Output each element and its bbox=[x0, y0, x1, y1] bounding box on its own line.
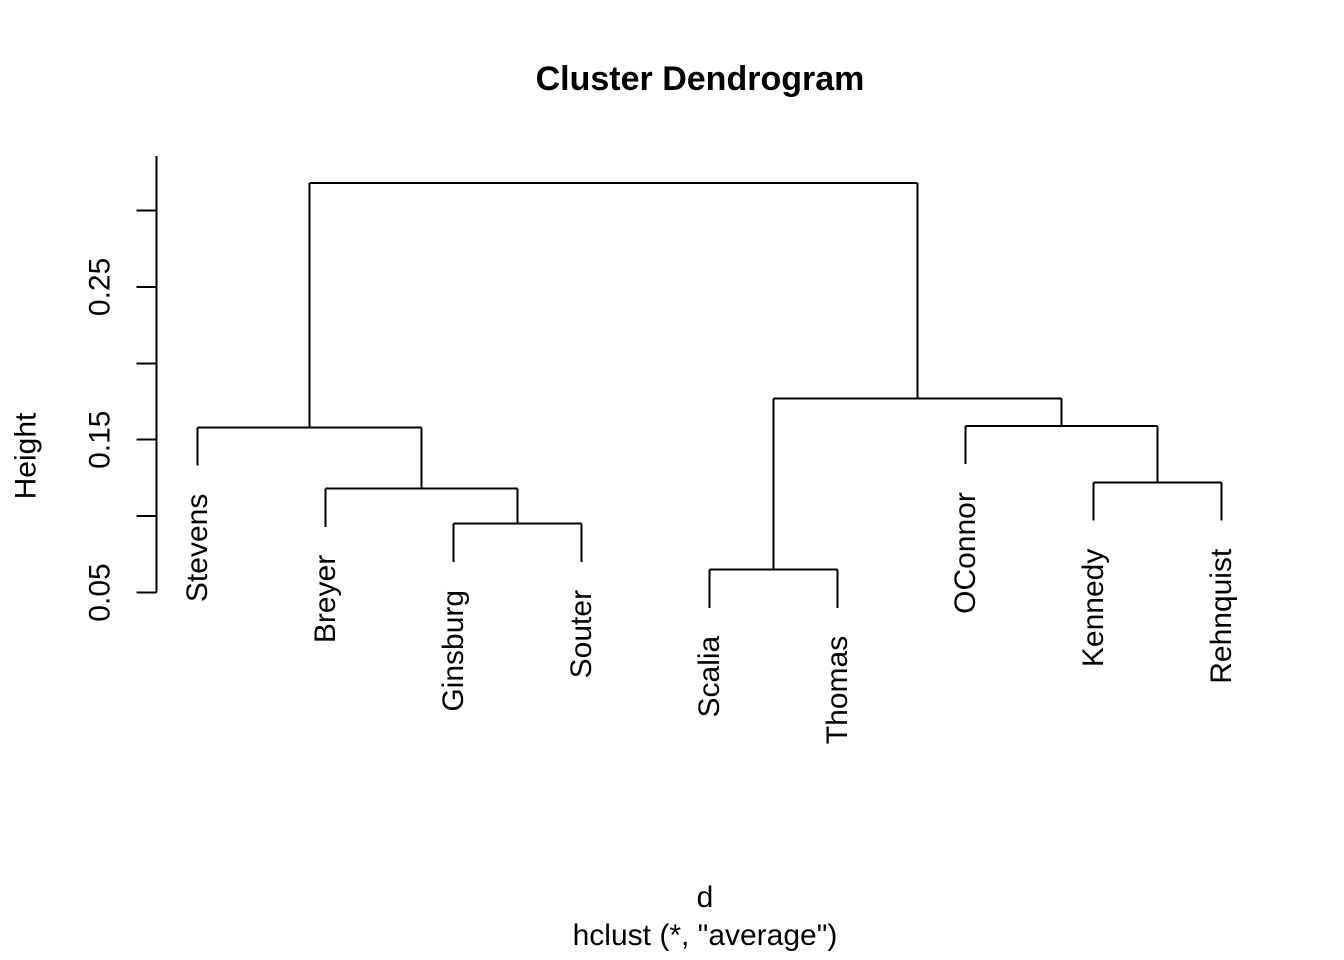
y-tick-label-0.25: 0.25 bbox=[84, 258, 117, 316]
leaf-label-ginsburg: Ginsburg bbox=[437, 590, 470, 712]
y-axis-title: Height bbox=[10, 412, 43, 499]
plot-sub-caption: hclust (*, "average") bbox=[573, 919, 838, 952]
y-tick-label-0.05: 0.05 bbox=[84, 563, 117, 621]
leaf-label-souter: Souter bbox=[565, 590, 598, 678]
y-axis: 0.05 0.15 0.25 bbox=[84, 155, 158, 622]
leaf-label-rehnquist: Rehnquist bbox=[1205, 548, 1238, 684]
leaf-label-stevens: Stevens bbox=[181, 494, 214, 602]
y-tick-label-0.15: 0.15 bbox=[84, 411, 117, 469]
leaf-label-thomas: Thomas bbox=[821, 636, 854, 744]
leaf-label-kennedy: Kennedy bbox=[1077, 549, 1110, 667]
x-axis-title: d bbox=[697, 881, 714, 914]
chart-title: Cluster Dendrogram bbox=[536, 60, 865, 98]
dendrogram-tree: Scalia Thomas Ginsburg Souter Breyer Kennedy R… bbox=[181, 181, 1238, 744]
leaf-label-scalia: Scalia bbox=[693, 635, 726, 717]
leaf-label-breyer: Breyer bbox=[309, 555, 342, 643]
leaf-label-oconnor: OConnor bbox=[949, 492, 982, 614]
